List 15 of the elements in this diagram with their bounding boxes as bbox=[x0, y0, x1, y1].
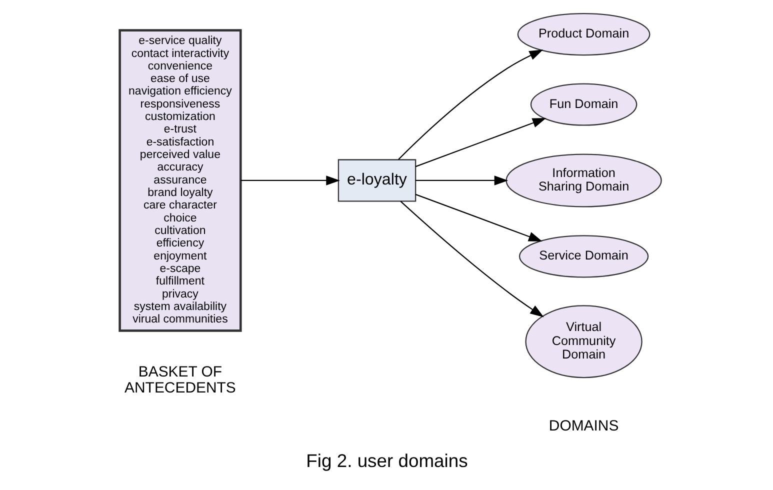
arrow bbox=[400, 200, 544, 317]
arrow bbox=[414, 118, 546, 167]
caption: Fig 2. user domains bbox=[306, 449, 468, 470]
node-box: e-service quality contact interactivity convenience ease of use navigation efficiency responsiveness customization e-trust e-satisfaction perceived value accuracy assurance brand loyalty care character choice cultivation efficiency enjoyment e-scape fulfillment privacy system availability virual communities bbox=[118, 28, 242, 332]
label: DOMAINS bbox=[548, 417, 618, 434]
arrow bbox=[414, 193, 542, 241]
node-ellipse: Service Domain bbox=[518, 234, 648, 278]
node-ellipse: Information Sharing Domain bbox=[505, 153, 662, 207]
arrow bbox=[415, 175, 508, 185]
arrow bbox=[240, 175, 340, 185]
node-label: BASKET OF ANTECEDENTS bbox=[124, 363, 236, 396]
node-ellipse: Product Domain bbox=[516, 12, 650, 56]
node-box: e-loyalty bbox=[337, 158, 416, 202]
node-ellipse: Fun Domain bbox=[530, 82, 637, 126]
arrow bbox=[398, 49, 543, 160]
